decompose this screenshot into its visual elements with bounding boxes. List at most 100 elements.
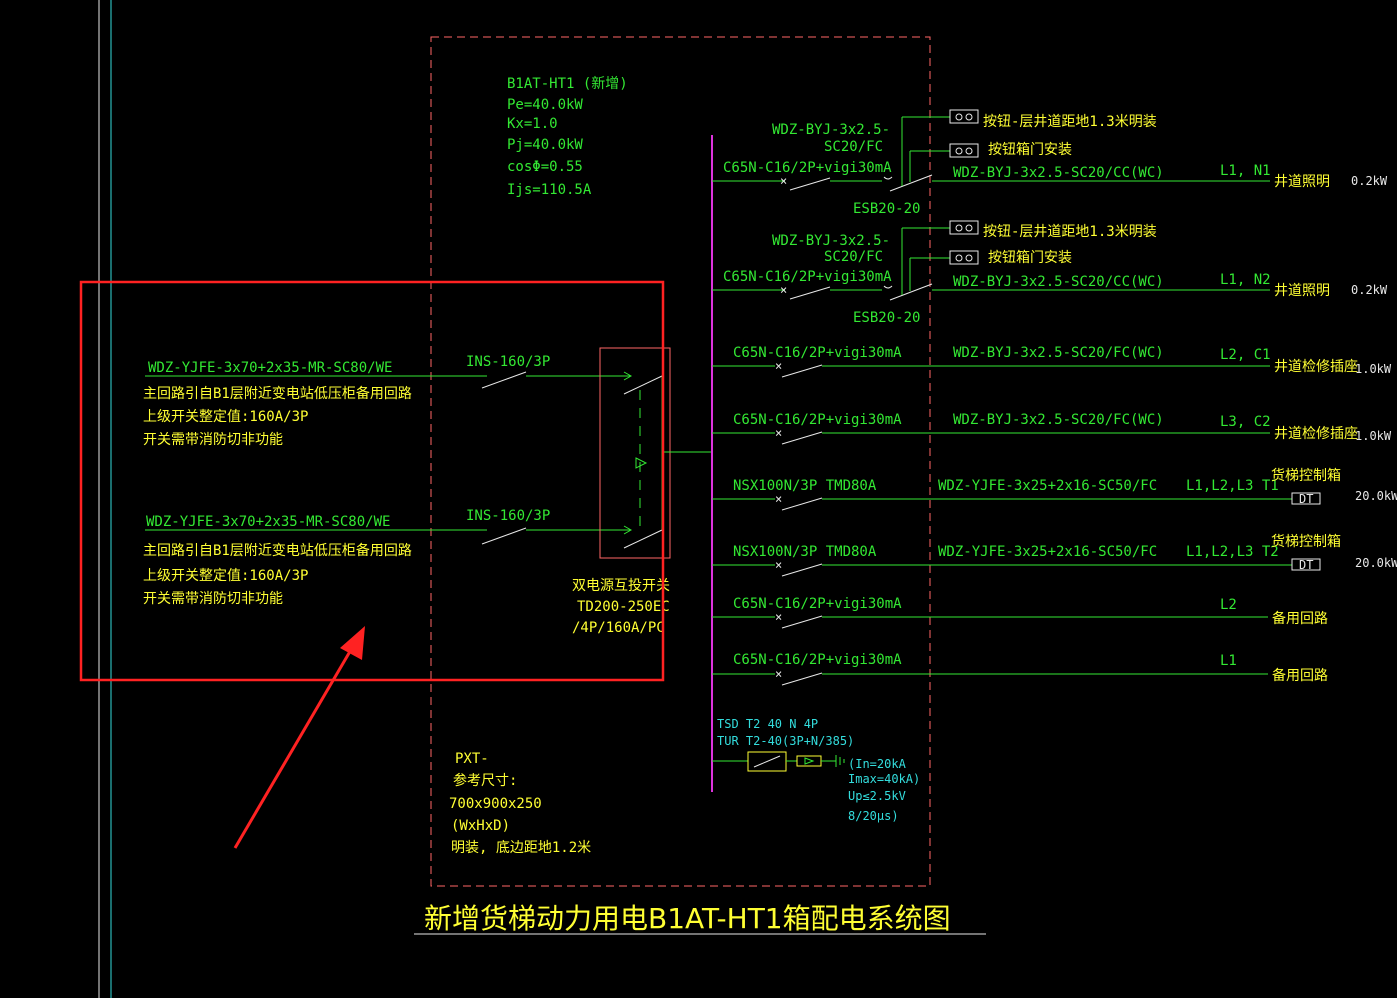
- ats-switch[interactable]: 双电源互投开关 TD200-250EC /4P/160A/PC: [572, 347, 712, 636]
- circuit-5-load: 备用回路: [1272, 610, 1328, 627]
- pxt-line-5: 明装, 底边距地1.2米: [451, 840, 591, 856]
- light-2-button-1-label: 按钮-层井道距地1.3米明装: [983, 224, 1157, 240]
- surge-protector[interactable]: TSD T2 40 N 4P TUR T2-40(3P+N/385) (In=2…: [712, 717, 920, 823]
- circuit-3-power: 20.0kW: [1355, 489, 1397, 503]
- circuit-6-phase: L1: [1220, 653, 1237, 669]
- ats-arrow-top-icon: [623, 371, 633, 381]
- surge-spec-2: Imax=40kA): [848, 772, 920, 786]
- circuit-3-tag-box: [1291, 492, 1321, 505]
- light-2-breaker-x-icon: ×: [780, 283, 787, 297]
- circuit-4-tag-box: [1291, 558, 1321, 571]
- incomer-1-switch-blade[interactable]: [481, 371, 527, 389]
- light-2-relay-coil-icon: [883, 285, 893, 289]
- circuit-3-switch-blade[interactable]: [781, 497, 823, 511]
- circuit-6-switch-blade[interactable]: [781, 672, 823, 686]
- incomer-1-note1: 主回路引自B1层附近变电站低压柜备用回路: [143, 385, 412, 402]
- circuit-1-switch-blade[interactable]: [781, 364, 823, 378]
- circuit-2-power: 1.0kW: [1355, 429, 1392, 443]
- light-2-relay-blade: [889, 283, 933, 301]
- ats-blade-bottom[interactable]: [623, 529, 663, 549]
- light-2-switch-blade[interactable]: [789, 286, 831, 300]
- light-1-button-2-icon[interactable]: [949, 143, 979, 158]
- circuit-3[interactable]: × NSX100N/3P TMD80A WDZ-YJFE-3x25+2x16-S…: [712, 467, 1397, 511]
- circuit-1-breaker-x-icon: ×: [775, 359, 782, 373]
- circuit-5[interactable]: × C65N-C16/2P+vigi30mA L2 备用回路: [712, 596, 1328, 629]
- ats-arrow-bottom-icon: [623, 525, 633, 535]
- circuit-2[interactable]: × C65N-C16/2P+vigi30mA WDZ-BYJ-3x2.5-SC2…: [712, 412, 1392, 445]
- light-1-button-2-label: 按钮箱门安装: [988, 142, 1072, 158]
- circuit-1[interactable]: × C65N-C16/2P+vigi30mA WDZ-BYJ-3x2.5-SC2…: [712, 345, 1392, 378]
- ats-label-3: /4P/160A/PC: [572, 620, 665, 636]
- pxt-line-4: (WxHxD): [451, 818, 510, 834]
- light-1-relay-blade: [889, 174, 933, 192]
- ats-label-1: 双电源互投开关: [572, 578, 670, 594]
- surge-switch-blade[interactable]: [753, 755, 781, 768]
- circuit-5-switch-blade[interactable]: [781, 615, 823, 629]
- light-1-power: 0.2kW: [1351, 174, 1388, 188]
- light-2-button-2-icon[interactable]: [949, 250, 979, 265]
- circuit-4-tag: DT: [1299, 558, 1313, 572]
- incomer-2-switch-blade[interactable]: [481, 527, 527, 545]
- light-2-power: 0.2kW: [1351, 283, 1388, 297]
- light-1-button-2-dot-a: [955, 147, 963, 155]
- light-2-button-1-icon[interactable]: [949, 220, 979, 235]
- light-1-button-1-label: 按钮-层井道距地1.3米明装: [983, 114, 1157, 130]
- circuit-2-phase: L3, C2: [1220, 414, 1271, 430]
- pxt-line-1: PXT-: [455, 751, 489, 767]
- circuit-2-switch-blade[interactable]: [781, 431, 823, 445]
- circuit-4[interactable]: × NSX100N/3P TMD80A WDZ-YJFE-3x25+2x16-S…: [712, 533, 1397, 577]
- incomer-1-note2: 上级开关整定值:160A/3P: [143, 409, 308, 425]
- circuit-1-breaker: C65N-C16/2P+vigi30mA: [733, 345, 902, 361]
- light-2-device: ESB20-20: [853, 310, 920, 326]
- cabinet-pj: Pj=40.0kW: [507, 137, 583, 153]
- surge-label-2: TUR T2-40(3P+N/385): [717, 734, 854, 748]
- cabinet-outline: [430, 36, 931, 887]
- light-1-button-1-icon[interactable]: [949, 109, 979, 124]
- circuit-6[interactable]: × C65N-C16/2P+vigi30mA L1 备用回路: [712, 652, 1328, 686]
- incomer-1-note3: 开关需带消防切非功能: [143, 432, 283, 448]
- circuit-1-phase: L2, C1: [1220, 347, 1271, 363]
- circuit-5-breaker: C65N-C16/2P+vigi30mA: [733, 596, 902, 612]
- pxt-line-2: 参考尺寸:: [453, 772, 517, 789]
- light-2-button-1-dot-a: [955, 224, 963, 232]
- light-2-button-2-label: 按钮箱门安装: [988, 250, 1072, 266]
- circuit-6-load: 备用回路: [1272, 667, 1328, 684]
- light-1-breaker-x-icon: ×: [780, 174, 787, 188]
- light-1-switch-blade[interactable]: [789, 177, 831, 191]
- circuit-4-cable: WDZ-YJFE-3x25+2x16-SC50/FC: [938, 544, 1157, 560]
- light-circuit-2[interactable]: WDZ-BYJ-3x2.5- SC20/FC C65N-C16/2P+vigi3…: [712, 220, 1388, 326]
- circuit-3-load: 货梯控制箱: [1271, 467, 1341, 484]
- cabinet-cos: cosΦ=0.55: [507, 159, 583, 175]
- circuit-2-load: 井道检修插座: [1274, 426, 1358, 442]
- pxt-line-3: 700x900x250: [449, 796, 542, 812]
- ats-blade-top[interactable]: [623, 375, 663, 395]
- circuit-3-phase: L1,L2,L3 T1: [1186, 478, 1279, 494]
- light-2-cable: WDZ-BYJ-3x2.5-SC20/CC(WC): [953, 274, 1164, 290]
- light-1-control-cable-2: SC20/FC: [824, 139, 883, 155]
- light-1-button-1-dot-b: [965, 113, 973, 121]
- pxt-info: PXT- 参考尺寸: 700x900x250 (WxHxD) 明装, 底边距地1…: [449, 751, 591, 856]
- circuit-1-cable: WDZ-BYJ-3x2.5-SC20/FC(WC): [953, 345, 1164, 361]
- circuit-4-breaker: NSX100N/3P TMD80A: [733, 544, 877, 560]
- circuit-4-power: 20.0kW: [1355, 556, 1397, 570]
- cabinet-name: B1AT-HT1 (新增): [507, 76, 628, 92]
- circuit-4-phase: L1,L2,L3 T2: [1186, 544, 1279, 560]
- highlight-arrow-shaft: [233, 647, 354, 849]
- circuit-5-phase: L2: [1220, 597, 1237, 613]
- circuit-4-breaker-x-icon: ×: [775, 558, 782, 572]
- light-circuit-1[interactable]: WDZ-BYJ-3x2.5- SC20/FC C65N-C16/2P+vigi3…: [712, 109, 1388, 217]
- circuit-6-breaker: C65N-C16/2P+vigi30mA: [733, 652, 902, 668]
- incomer-2[interactable]: WDZ-YJFE-3x70+2x35-MR-SC80/WE 主回路引自B1层附近…: [143, 508, 630, 607]
- surge-spec-1: (In=20kA: [848, 757, 907, 771]
- cabinet-kx: Kx=1.0: [507, 116, 558, 132]
- incomer-1[interactable]: WDZ-YJFE-3x70+2x35-MR-SC80/WE 主回路引自B1层附近…: [143, 354, 630, 448]
- ats-box: [599, 347, 671, 559]
- surge-label-1: TSD T2 40 N 4P: [717, 717, 818, 731]
- circuit-4-switch-blade[interactable]: [781, 563, 823, 577]
- light-1-breaker: C65N-C16/2P+vigi30mA: [723, 160, 892, 176]
- surge-arrester-icon: [796, 755, 822, 767]
- incomer-1-cable: WDZ-YJFE-3x70+2x35-MR-SC80/WE: [148, 360, 392, 376]
- circuit-3-breaker: NSX100N/3P TMD80A: [733, 478, 877, 494]
- light-1-button-1-dot-a: [955, 113, 963, 121]
